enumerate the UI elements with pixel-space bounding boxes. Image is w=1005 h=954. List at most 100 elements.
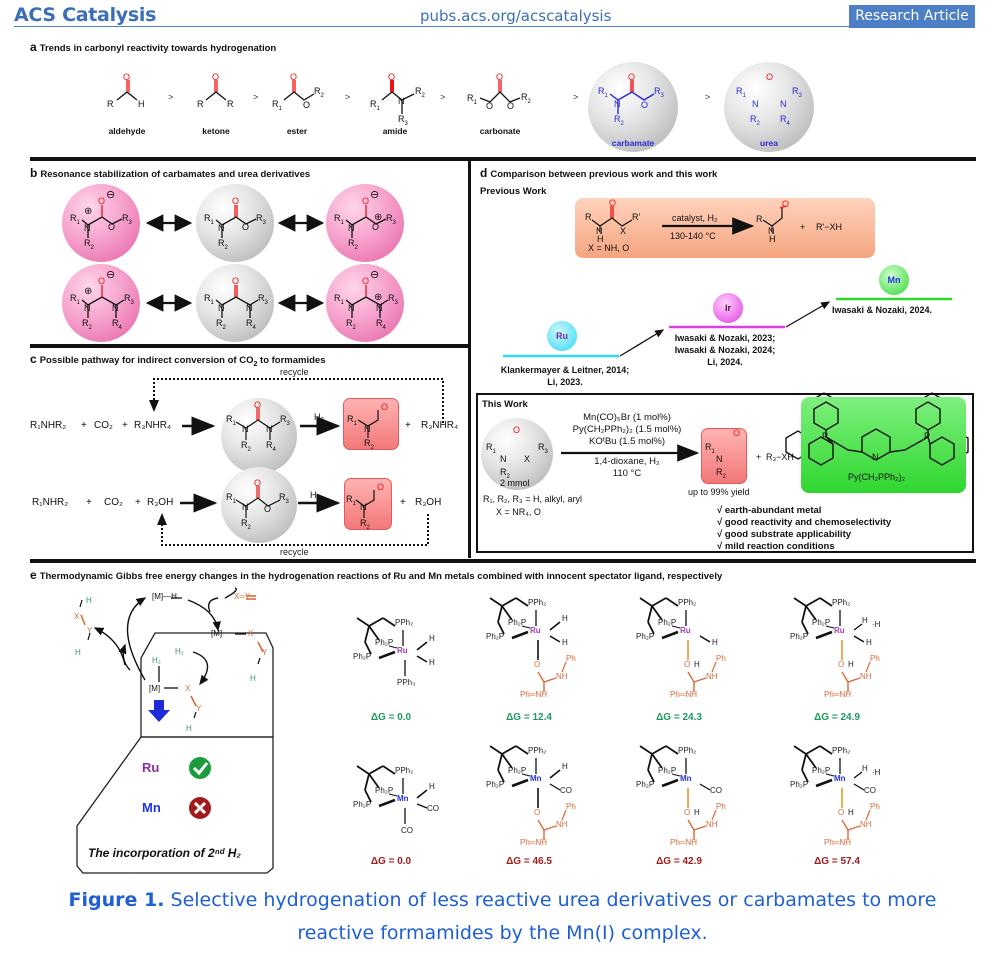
m-h-bond [416, 641, 428, 651]
metal-center: Mn [680, 774, 692, 783]
divider-d [30, 559, 976, 563]
delta-g-mn-3: ΔG = 57.4 [814, 856, 860, 867]
nh-label: NH [706, 820, 718, 829]
co-label: CO [427, 804, 439, 813]
m-p-bond [661, 630, 679, 640]
m-p-bond [378, 650, 396, 660]
resonance-form-pink [62, 264, 140, 342]
scaffold-bond [805, 597, 821, 607]
c-n-bond [847, 677, 861, 683]
scaffold-bond [356, 617, 370, 627]
scaffold-bond [501, 745, 517, 755]
panel-c-arrows [149, 378, 444, 546]
metal-center: Ru [834, 626, 845, 635]
pph3-label: PPh₃ [397, 678, 416, 687]
m-p-bond [511, 778, 529, 788]
previous-work-label: Previous Work [480, 186, 547, 197]
nh-label: NH [860, 820, 872, 829]
formamide-product-box [701, 428, 747, 484]
header-rule [14, 26, 849, 27]
ligand-name: Py(CH₂PPh₂)₂ [848, 472, 905, 482]
delta-g-mn-1: ΔG = 46.5 [506, 856, 552, 867]
o-label: O [684, 660, 691, 669]
journal-url[interactable]: pubs.acs.org/acscatalysis [420, 7, 612, 25]
m-p-bond [815, 630, 833, 640]
metal-center: Mn [530, 774, 542, 783]
scaffold-bond [639, 745, 653, 755]
scaffold-bond [801, 769, 809, 783]
urea-sphere [724, 62, 814, 152]
substrate-sphere [481, 418, 553, 490]
scaffold-bond [382, 765, 396, 775]
compound-name: ester [286, 126, 308, 136]
nh-label: NH [860, 672, 872, 681]
scaffold-bond [651, 597, 667, 607]
o-label: O [534, 660, 541, 669]
n-ph-bond [711, 661, 717, 673]
scaffold-bond [819, 745, 833, 755]
scaffold-bond [793, 597, 807, 607]
h-label: H [429, 782, 435, 791]
mn-references: Iwasaki & Nozaki, 2024. [832, 305, 933, 315]
delta-g-ru-1: ΔG = 12.4 [506, 712, 552, 723]
scaffold-bond [497, 605, 503, 623]
c-o-bond [537, 819, 545, 831]
ph2p-label: Ph₂P [486, 632, 505, 641]
scaffold-bond [501, 605, 513, 621]
h-label: H [866, 638, 872, 647]
ru-label: Ru [142, 760, 160, 775]
h-label: H [562, 762, 568, 771]
compound-name: amide [382, 126, 408, 136]
h-label: H [712, 638, 718, 647]
pph2-label: PPh₂ [832, 746, 851, 755]
pph2-label: PPh₂ [395, 766, 414, 775]
ph2p-label: Ph₂P [353, 652, 372, 661]
scaffold-bond [665, 745, 679, 755]
m-co-bond [699, 783, 711, 791]
ir-metal-badge: Ir [713, 293, 743, 323]
scaffold-bond [647, 769, 655, 783]
ir-references: Iwasaki & Nozaki, 2023; Iwasaki & Nozaki… [674, 333, 776, 367]
resonance-form-neutral [196, 184, 274, 262]
ph2p-label: Ph₂P [658, 766, 677, 775]
ph-label: Ph [566, 802, 576, 811]
advantage-item: √ earth-abundant metal [717, 505, 822, 516]
ph-nh-label: Ph═NH [520, 690, 548, 699]
scaffold-bond [368, 773, 380, 789]
scaffold-bond [501, 753, 513, 769]
m-h2-bond [853, 771, 863, 779]
m-h-bond [549, 621, 561, 631]
pph2-label: PPh₂ [678, 598, 697, 607]
scaffold-bond [801, 605, 807, 623]
scaffold-bond [515, 597, 529, 607]
yield-label: up to 99% yield [688, 487, 750, 497]
scaffold-bond [805, 753, 817, 769]
divider-b [30, 344, 468, 348]
m-p-bond [671, 773, 681, 777]
h-label: H [429, 658, 435, 667]
nh-label: NH [556, 820, 568, 829]
resonance-form-pink [62, 184, 140, 262]
scaffold-bond [497, 621, 505, 635]
m-co-bond [853, 783, 865, 791]
delta-g-ru-3: ΔG = 24.9 [814, 712, 860, 723]
m-p-bond [388, 645, 398, 649]
h-label: H [694, 660, 700, 669]
n-ph-bond [561, 809, 567, 821]
o-label: O [684, 808, 691, 817]
compound-name-highlight: carbamate [611, 138, 655, 148]
scaffold-bond [651, 753, 663, 769]
c-n-bond [693, 677, 707, 683]
reaction-conditions-top: Mn(CO)₅Br (1 mol%) Py(CH₂PPh₂)₂ (1.5 mol… [572, 412, 682, 447]
ph2p-label: Ph₂P [636, 780, 655, 789]
journal-name: ACS Catalysis [14, 4, 157, 26]
ph2p-label: Ph₂P [375, 786, 394, 795]
n-ph-bond [561, 661, 567, 673]
c-n-bond [693, 825, 707, 831]
scaffold-bond [665, 597, 679, 607]
scaffold-bond [647, 605, 653, 623]
scaffold-bond [489, 597, 503, 607]
